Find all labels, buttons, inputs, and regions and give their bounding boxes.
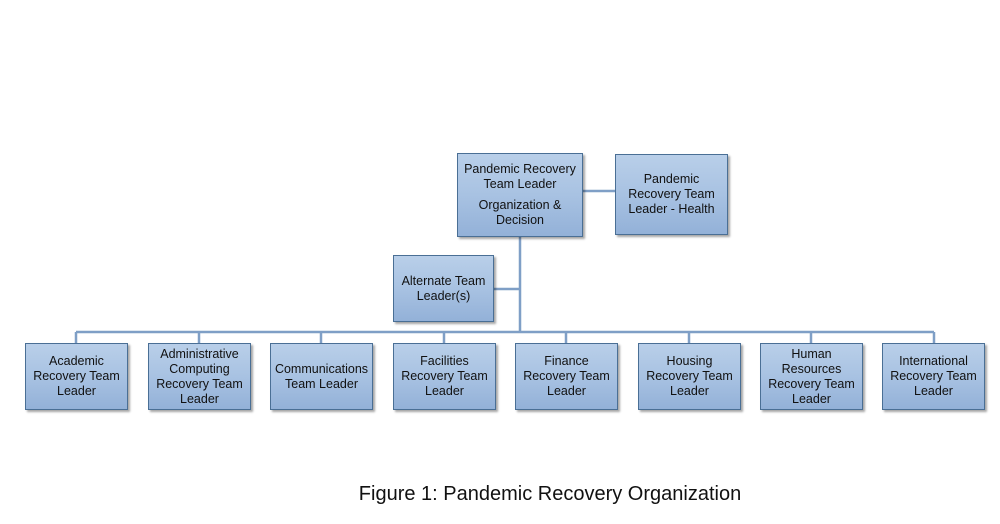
leader-label-finance: Finance Recovery Team Leader [523,354,610,398]
leader-label-administrative-computing: Administrative Computing Recovery Team L… [156,346,243,406]
leader-box-academic: Academic Recovery Team Leader [25,343,128,410]
leader-box-human-resources: Human Resources Recovery Team Leader [760,343,863,410]
leader-label-international: International Recovery Team Leader [890,354,977,398]
alternate-box-label: Alternate Team Leader(s) [401,273,486,303]
leader-box-finance: Finance Recovery Team Leader [515,343,618,410]
leader-label-facilities: Facilities Recovery Team Leader [401,354,488,398]
top-box-title: Pandemic Recovery Team Leader [464,162,576,191]
leader-label-communications: Communications Team Leader [274,361,369,391]
leader-label-academic: Academic Recovery Team Leader [33,354,120,398]
leader-box-international: International Recovery Team Leader [882,343,985,410]
leader-label-human-resources: Human Resources Recovery Team Leader [768,346,855,406]
figure-caption: Figure 1: Pandemic Recovery Organization [358,483,742,505]
leader-label-housing: Housing Recovery Team Leader [646,354,733,398]
top-box-subtitle: Organization & Decision [478,198,562,227]
health-team-leader-box: Pandemic Recovery Team Leader - Health [615,154,728,235]
leader-box-administrative-computing: Administrative Computing Recovery Team L… [148,343,251,410]
leader-box-housing: Housing Recovery Team Leader [638,343,741,410]
leader-box-communications: Communications Team Leader [270,343,373,410]
leader-box-facilities: Facilities Recovery Team Leader [393,343,496,410]
alternate-team-leader-box: Alternate Team Leader(s) [393,255,494,322]
pandemic-recovery-team-leader-box: Pandemic Recovery Team Leader Organizati… [457,153,583,237]
health-box-label: Pandemic Recovery Team Leader - Health [628,172,715,216]
